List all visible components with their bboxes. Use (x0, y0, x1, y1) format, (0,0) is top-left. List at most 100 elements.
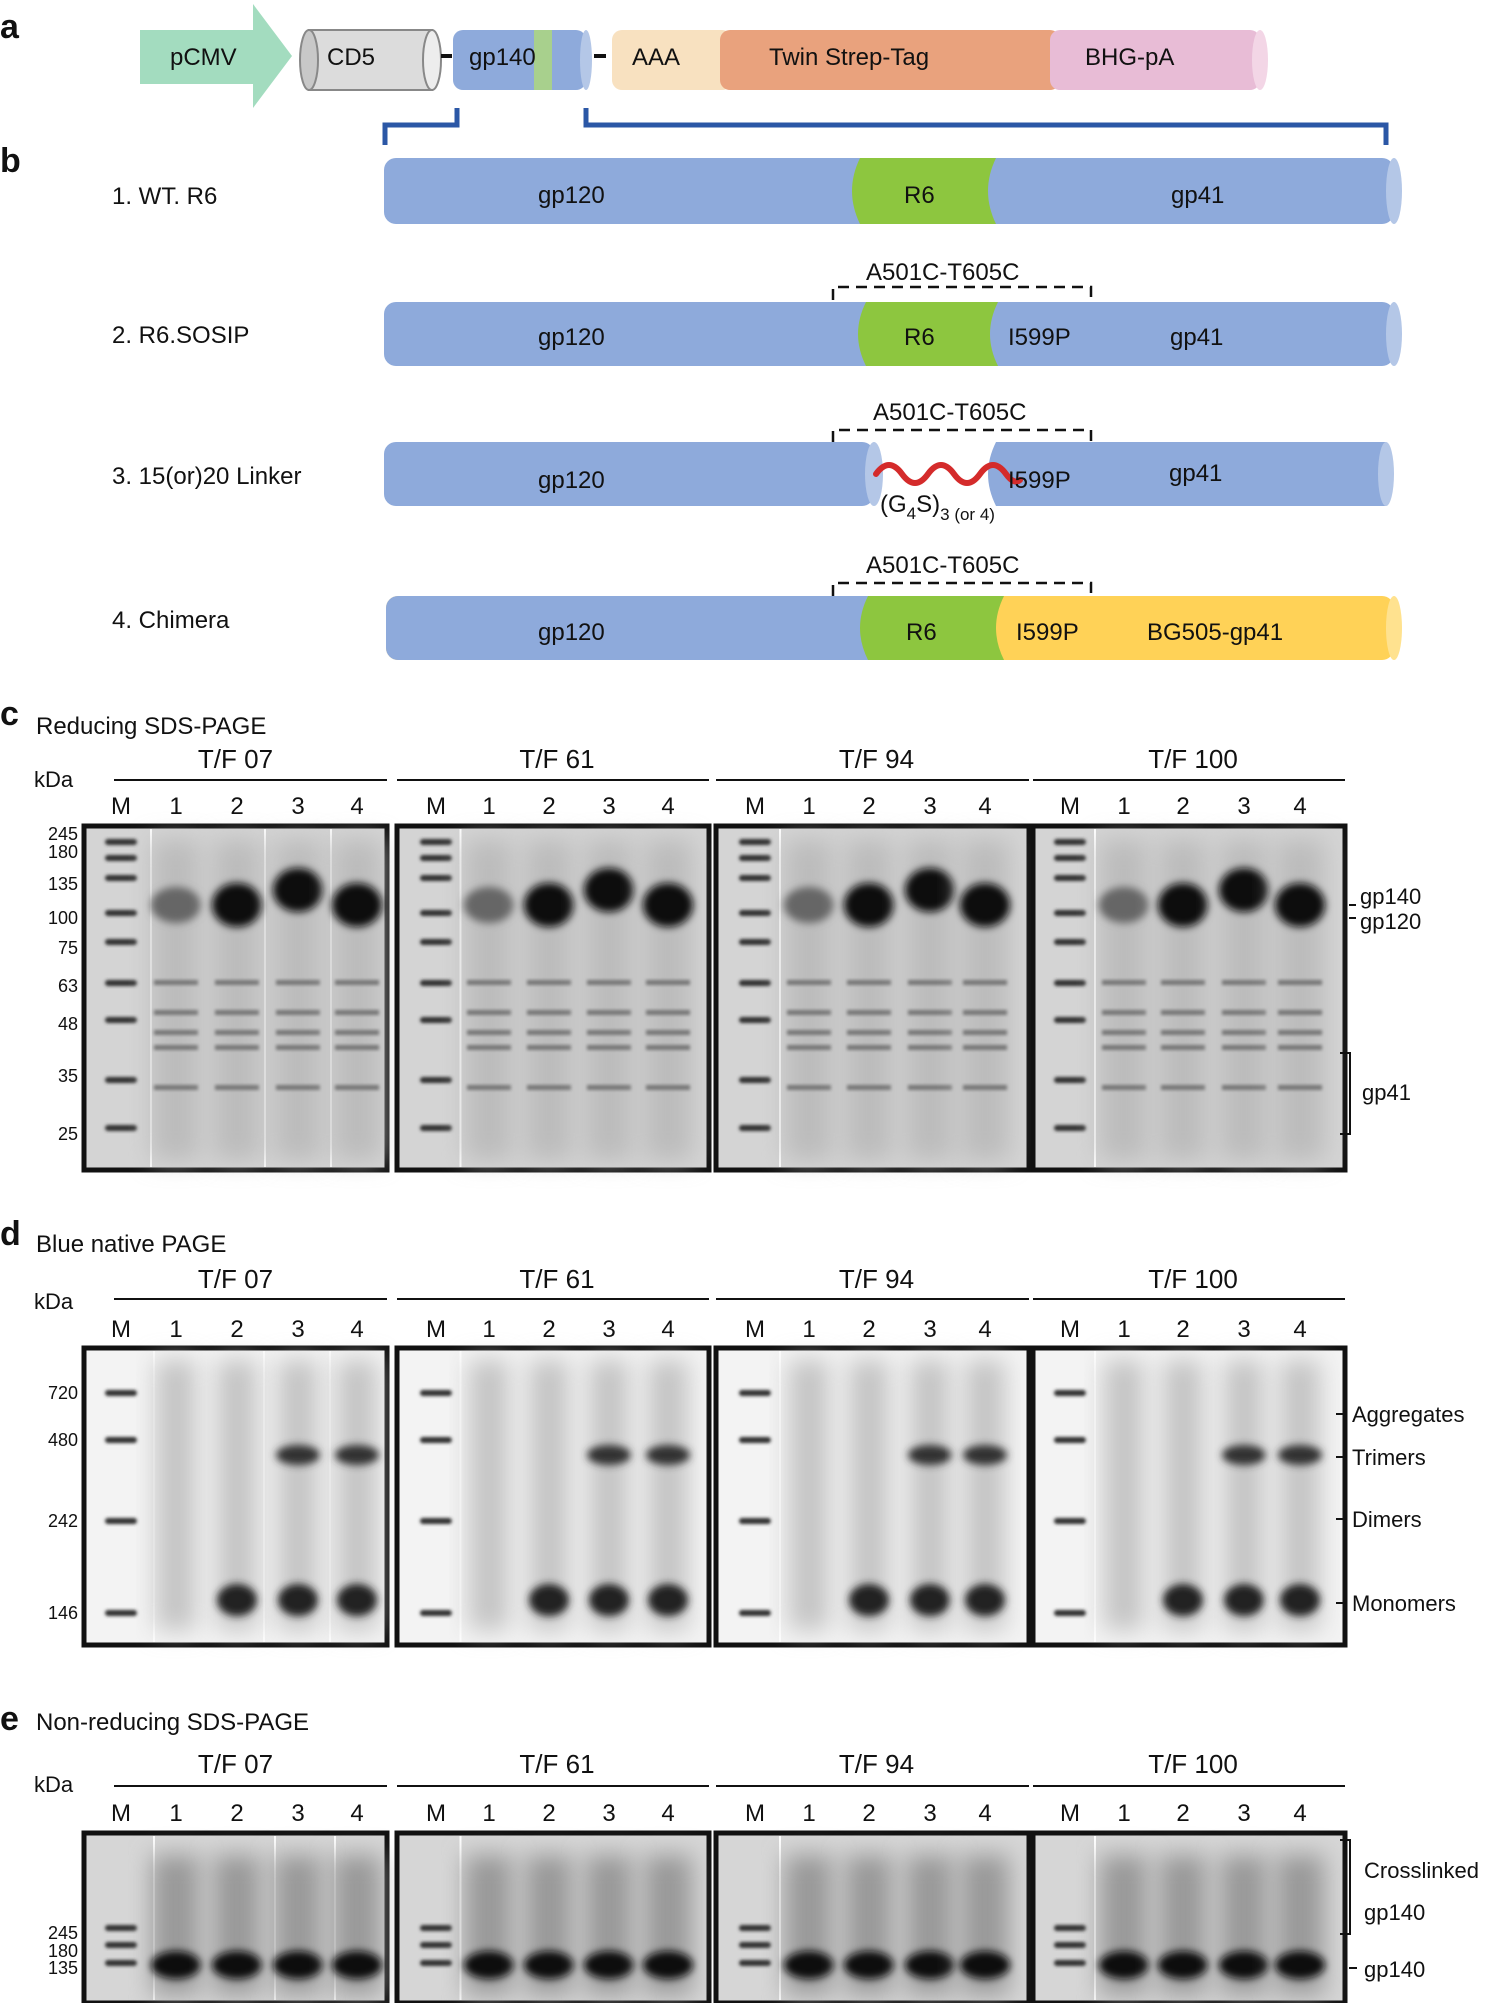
construct-label: 1. WT. R6 (112, 183, 217, 210)
lane-label: M (426, 1800, 446, 1827)
monomer-band (529, 1584, 569, 1616)
ladder-band (105, 839, 137, 845)
bg505-gp41-label: BG505-gp41 (1147, 619, 1283, 646)
lane-label: M (1060, 1316, 1080, 1343)
ladder-band (420, 1077, 452, 1083)
gp140-band (1275, 1951, 1325, 1979)
lane-label: 2 (230, 1800, 243, 1827)
kda-marker-label: 480 (48, 1430, 78, 1450)
trimer-band (646, 1445, 690, 1465)
ladder-band (739, 910, 771, 916)
lane-label: 4 (978, 793, 991, 820)
kda-marker-label: 135 (48, 874, 78, 894)
ladder-band (420, 980, 452, 986)
gp41-bracket (1340, 1052, 1351, 1135)
ladder-band (1054, 1077, 1086, 1083)
lane-label: 2 (230, 793, 243, 820)
trimer-band (1222, 1445, 1266, 1465)
gp41-label: gp41 (1170, 324, 1223, 351)
gel-box (713, 1345, 1032, 1648)
panel-d-labels: d Blue native PAGE (0, 1215, 226, 1258)
cd5-label: CD5 (327, 44, 375, 71)
disulfide-bracket (831, 581, 1093, 596)
ladder-band (105, 1610, 137, 1616)
kda-marker-label: 35 (58, 1066, 78, 1086)
ladder-band (105, 1960, 137, 1966)
ladder-band (420, 1960, 452, 1966)
trimer-band (963, 1445, 1007, 1465)
ladder-band (105, 939, 137, 945)
panel-a-letter: a (0, 8, 20, 46)
strain-label: T/F 61 (519, 1749, 594, 1779)
ladder-band (105, 980, 137, 986)
pcmv-promoter-arrow (140, 4, 292, 108)
linker-wave (873, 462, 1023, 486)
lane-label: M (745, 1316, 765, 1343)
lane-label: 3 (923, 1800, 936, 1827)
lane-label: 4 (1293, 1800, 1306, 1827)
strain-label: T/F 07 (198, 1264, 273, 1294)
gel-box (1030, 1830, 1348, 2003)
aaa-segment (612, 30, 732, 90)
protein-band (784, 887, 834, 923)
bar-end (1386, 596, 1402, 660)
kda-marker-label: 245 (48, 1923, 78, 1943)
ladder-band (420, 839, 452, 845)
gel-box (81, 823, 390, 1173)
ladder-band (1054, 839, 1086, 845)
lane-label: M (426, 1316, 446, 1343)
kda-marker-label: 48 (58, 1014, 78, 1034)
lane-label: 2 (1176, 1800, 1189, 1827)
ladder-band (739, 1942, 771, 1948)
protein-band (151, 887, 201, 923)
monomer-band (849, 1584, 889, 1616)
gp140-band (212, 1951, 262, 1979)
crosslinked-label: Crosslinked (1364, 1858, 1479, 1883)
ladder-band (105, 1942, 137, 1948)
lane-label: 3 (1237, 1800, 1250, 1827)
strain-label: T/F 61 (519, 744, 594, 774)
ladder-band (739, 839, 771, 845)
ladder-band (1054, 1925, 1086, 1931)
gp120-label: gp120 (538, 182, 605, 209)
lane-label: M (745, 1800, 765, 1827)
lane-label: 4 (978, 1316, 991, 1343)
ladder-band (420, 1390, 452, 1396)
lane-label: 4 (661, 793, 674, 820)
ladder-band (739, 939, 771, 945)
trimer-band (1278, 1445, 1322, 1465)
lane-label: 2 (230, 1316, 243, 1343)
gel-box (394, 1345, 712, 1648)
lane-label: 3 (923, 793, 936, 820)
lane-label: 2 (862, 1800, 875, 1827)
lane-label: 1 (482, 1316, 495, 1343)
ladder-band (105, 1518, 137, 1524)
left-bracket (382, 108, 460, 145)
kda-label: kDa (34, 1289, 74, 1314)
lane-label: M (745, 793, 765, 820)
monomer-band (965, 1584, 1005, 1616)
lane-label: 1 (169, 1316, 182, 1343)
gp41-label: gp41 (1169, 460, 1222, 487)
strain-label: T/F 07 (198, 744, 273, 774)
lane-label: 4 (350, 793, 363, 820)
crosslinked-bracket (1340, 1839, 1351, 1935)
r6-label: R6 (904, 324, 935, 351)
kda-marker-label: 180 (48, 842, 78, 862)
r6-label: R6 (904, 182, 935, 209)
ladder-band (739, 1437, 771, 1443)
lane-label: 3 (1237, 1316, 1250, 1343)
protein-band (1158, 883, 1208, 927)
ladder-band (1054, 1390, 1086, 1396)
gp140-band (273, 1951, 323, 1979)
panel-c-labels: c Reducing SDS-PAGE (0, 695, 266, 740)
lane-label: 2 (542, 793, 555, 820)
kda-label: kDa (34, 767, 74, 792)
ladder-band (739, 1017, 771, 1023)
ladder-band (420, 855, 452, 861)
lane-label: 1 (169, 1800, 182, 1827)
ladder-band (739, 1518, 771, 1524)
gel-box (394, 823, 712, 1173)
lane-label: 4 (661, 1316, 674, 1343)
ladder-band (739, 1390, 771, 1396)
